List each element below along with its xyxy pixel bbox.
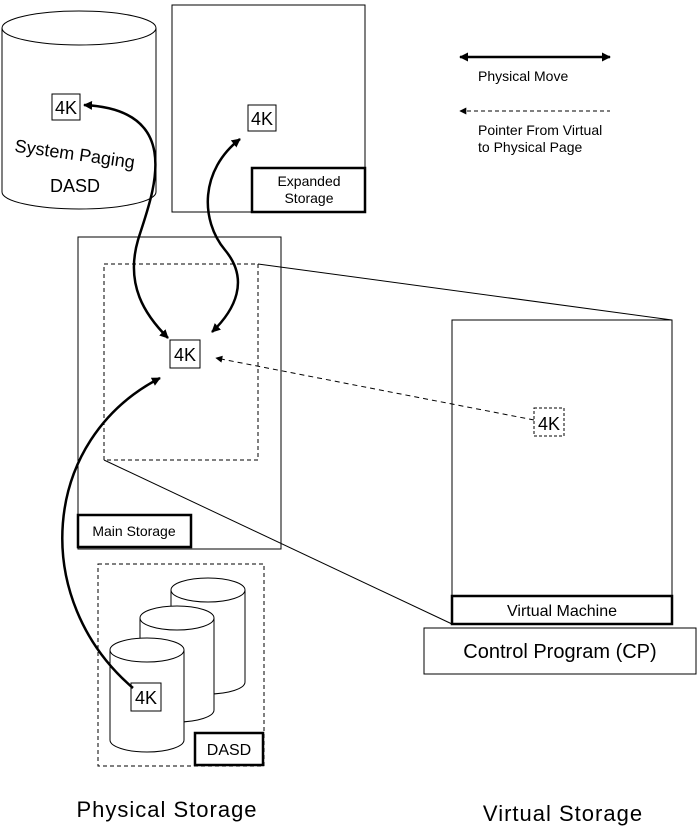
move-arrow-paging-to-main (83, 100, 169, 339)
virtual-machine-label: Virtual Machine (507, 603, 617, 620)
main-storage-label: Main Storage (92, 523, 175, 539)
page-label-expanded: 4K (251, 109, 273, 129)
move-arrow-expanded-to-main (206, 138, 241, 333)
dasd-label: DASD (207, 742, 251, 759)
page-box-virtual (533, 407, 565, 437)
expanded-storage-label-line1: Expanded (277, 173, 340, 189)
virtual-storage: Virtual Machine Control Program (CP) 4K (423, 319, 697, 675)
main-storage-label-box (76, 513, 193, 549)
control-program-box (423, 627, 697, 675)
page-label-system-paging: 4K (55, 98, 77, 118)
virtual-machine-box (450, 594, 674, 626)
expanded-storage: Expanded Storage 4K (171, 4, 367, 214)
physical-storage-caption: Physical Storage (76, 797, 257, 822)
page-box-main (169, 339, 201, 369)
system-paging-dasd-cylinder: System Paging DASD 4K (1, 10, 157, 210)
legend-pointer-label-line1: Pointer From Virtual (478, 122, 602, 138)
system-paging-label-line2: DASD (50, 176, 100, 196)
page-label-dasd: 4K (135, 688, 157, 708)
projection-line-bottom (103, 459, 453, 625)
legend-pointer-label-line2: to Physical Page (478, 139, 582, 155)
legend: Physical Move Pointer From Virtual to Ph… (459, 52, 611, 155)
control-program-label: Control Program (CP) (463, 641, 656, 663)
expanded-storage-label-line2: Storage (284, 190, 333, 206)
virtual-storage-caption: Virtual Storage (483, 801, 643, 826)
projection-line-top (257, 263, 673, 321)
page-label-virtual: 4K (538, 414, 560, 434)
main-storage-dashed-region (103, 263, 259, 461)
dasd-group: 4K DASD (97, 563, 265, 767)
dasd-label-box (193, 731, 265, 767)
legend-physical-move-label: Physical Move (478, 68, 568, 84)
page-box-expanded (247, 104, 277, 132)
page-label-main: 4K (174, 345, 196, 365)
expanded-storage-label-box (250, 166, 367, 214)
move-arrow-dasd-to-main (61, 376, 161, 689)
page-box-dasd (130, 682, 162, 712)
main-storage: Main Storage 4K (76, 236, 282, 550)
page-box-system-paging (51, 93, 81, 121)
pointer-virtual-to-physical (215, 355, 535, 421)
dasd-dashed-region (97, 563, 265, 767)
